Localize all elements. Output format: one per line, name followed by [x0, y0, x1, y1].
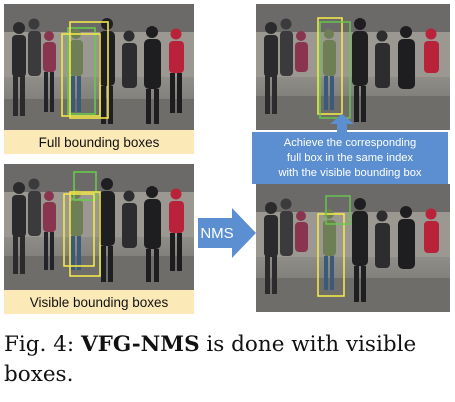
crowd-scene-image [4, 164, 194, 290]
photo-result-bottom [256, 184, 450, 312]
caption-prefix: Fig. 4: [4, 332, 81, 357]
caption-text-line2: boxes. [4, 362, 74, 387]
note-box: Achieve the corresponding full box in th… [252, 132, 448, 184]
note-line-2: full box in the same index [286, 151, 414, 164]
nms-arrow-icon: NMS [198, 208, 256, 258]
crowd-scene-image [256, 184, 450, 312]
caption-method-name: VFG-NMS [80, 332, 200, 357]
crowd-scene-image [256, 4, 450, 130]
caption-text-line1: is done with visible [199, 332, 417, 357]
note-line-3: with the visible bounding box [278, 166, 422, 179]
note-line-1: Achieve the corresponding [283, 136, 417, 149]
visible-boxes-label-text: Visible bounding boxes [29, 294, 169, 310]
full-boxes-label-text: Full bounding boxes [38, 134, 160, 150]
crowd-scene-image [4, 4, 194, 134]
full-boxes-label: Full bounding boxes [4, 130, 194, 154]
up-arrow-icon [330, 114, 354, 134]
photo-full-boxes [4, 4, 194, 134]
figure-caption: Fig. 4: VFG-NMS is done with visible box… [4, 330, 452, 390]
nms-label: NMS [200, 225, 233, 242]
visible-boxes-label: Visible bounding boxes [4, 290, 194, 314]
photo-result-top [256, 4, 450, 130]
photo-visible-boxes [4, 164, 194, 290]
